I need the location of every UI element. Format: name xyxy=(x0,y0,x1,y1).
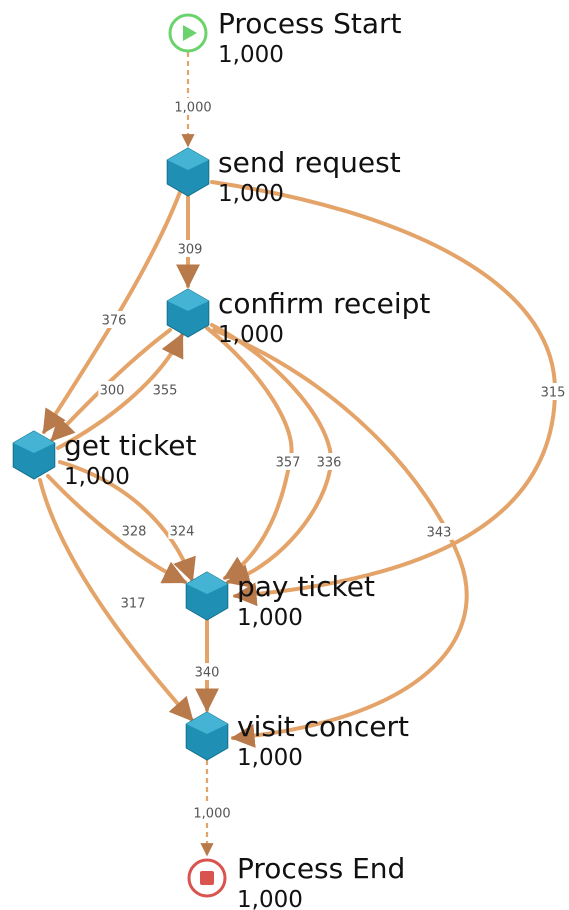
edge-label: 324 xyxy=(170,525,195,540)
edge-label-background xyxy=(120,522,148,539)
edge-label: 1,000 xyxy=(174,101,211,116)
edge-label-background xyxy=(539,383,567,400)
edge-confirm-to-visit xyxy=(212,328,469,748)
node-count: 1,000 xyxy=(218,42,284,68)
edge-label-group: 309 xyxy=(176,240,204,258)
edge-label-group: 343 xyxy=(425,523,453,541)
node-count: 1,000 xyxy=(218,322,284,348)
edge-label-background xyxy=(274,453,302,470)
edge-label-group: 357 xyxy=(274,453,302,471)
edge-label-background xyxy=(168,522,196,539)
edge-label-background xyxy=(171,98,215,115)
edge-label-group: 1,000 xyxy=(190,804,234,822)
edge-label: 376 xyxy=(102,314,127,329)
edge-label-background xyxy=(119,594,147,611)
node-title: Process End xyxy=(237,852,405,885)
edge-label-background xyxy=(190,804,234,821)
edge-label-group: 1,000 xyxy=(171,98,215,116)
edge-label-group: 355 xyxy=(151,381,179,399)
edge-label: 328 xyxy=(122,525,147,540)
node-count: 1,000 xyxy=(218,181,284,207)
edge-label: 315 xyxy=(541,386,566,401)
edge-label-group: 328 xyxy=(120,522,148,540)
edge-label: 355 xyxy=(153,384,178,399)
edge-get-to-visit xyxy=(38,478,194,722)
edge-label: 336 xyxy=(317,456,342,471)
activity-hexagon-highlight xyxy=(167,289,209,311)
edge-label-group: 317 xyxy=(119,594,147,612)
edge-label: 1,000 xyxy=(193,807,230,822)
edge-label: 309 xyxy=(178,243,203,258)
edge-label-group: 315 xyxy=(539,383,567,401)
edge-label-group: 300 xyxy=(98,381,126,399)
node-title: confirm receipt xyxy=(218,287,430,320)
edge-label-group: 336 xyxy=(315,453,343,471)
edge-label: 300 xyxy=(100,384,125,399)
edge-label-background xyxy=(315,453,343,470)
edge-label-background xyxy=(176,240,204,257)
node-title: pay ticket xyxy=(237,570,375,603)
edge-label-group: 340 xyxy=(193,663,221,681)
node-count: 1,000 xyxy=(237,887,303,910)
edge-labels-layer: 1,000 309 376 315 300 355 357 336 343 328 324 317 34… xyxy=(98,98,567,822)
stop-icon xyxy=(200,871,214,885)
edge-label-background xyxy=(100,311,128,328)
edge-label: 343 xyxy=(427,526,452,541)
edge-confirm-to-pay xyxy=(210,323,334,588)
node-title: Process Start xyxy=(218,7,402,40)
play-icon xyxy=(183,25,197,41)
node-count: 1,000 xyxy=(64,464,130,490)
node-title: send request xyxy=(218,146,401,179)
edge-get-to-pay xyxy=(58,460,196,583)
edge-label-group: 376 xyxy=(100,311,128,329)
edge-label: 357 xyxy=(276,456,301,471)
edge-label-background xyxy=(98,381,126,398)
edge-label-background xyxy=(151,381,179,398)
node-title: get ticket xyxy=(64,429,196,462)
edge-label: 340 xyxy=(195,666,220,681)
edge-get-to-confirm xyxy=(56,332,184,450)
activity-hexagon-highlight xyxy=(186,712,228,734)
edge-label-group: 324 xyxy=(168,522,196,540)
activity-hexagon-highlight xyxy=(167,148,209,170)
node-count: 1,000 xyxy=(237,745,303,771)
activity-hexagon-highlight xyxy=(186,572,228,594)
edge-label: 317 xyxy=(121,597,146,612)
activity-hexagon-highlight xyxy=(13,431,55,453)
node-count: 1,000 xyxy=(237,605,303,631)
edge-label-background xyxy=(425,523,453,540)
node-title: visit concert xyxy=(237,710,409,743)
edge-get-to-pay xyxy=(46,474,188,584)
edge-label-background xyxy=(193,663,221,680)
